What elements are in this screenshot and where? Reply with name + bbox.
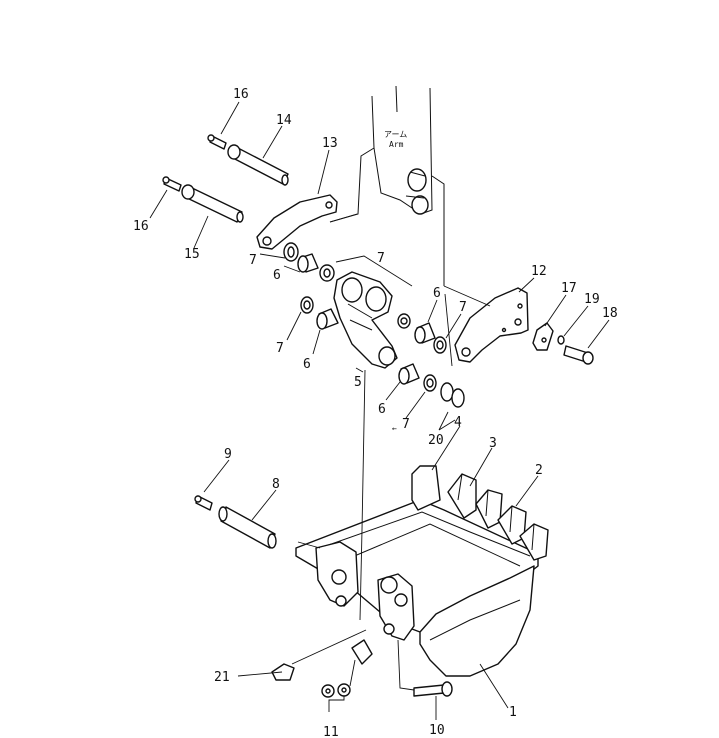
- plate-17: [532, 322, 554, 351]
- callout-10: 10: [429, 723, 445, 738]
- arm-label-jp: アーム: [384, 130, 407, 139]
- callout-1: 1: [509, 705, 517, 720]
- clip-21: [271, 663, 295, 681]
- callout-11: 11: [323, 725, 339, 738]
- callout-4: 4: [454, 415, 462, 430]
- bushing-6-left: [316, 308, 339, 330]
- grease-fitting-16-upper: [207, 134, 227, 150]
- callout-7-right: 7: [459, 300, 467, 315]
- seal-7-right-b: [433, 336, 447, 354]
- shim-20-a: [440, 382, 454, 402]
- pin-8: [218, 506, 277, 549]
- callout-12: 12: [531, 264, 547, 279]
- lug-4: [411, 465, 441, 511]
- grease-fitting-9: [194, 495, 213, 511]
- seal-7-upper-left: [283, 242, 299, 262]
- bushing-6-right-a: [414, 322, 436, 344]
- callout-5: 5: [354, 375, 362, 390]
- callout-3: 3: [489, 436, 497, 451]
- callout-9: 9: [224, 447, 232, 462]
- callout-17: 17: [561, 281, 577, 296]
- callout-leaders: [149, 101, 610, 720]
- link-13: [256, 194, 338, 250]
- nut-11-b: [337, 683, 351, 697]
- callout-7-upper-left: 7: [249, 253, 257, 268]
- bushing-6-lower: [398, 363, 420, 385]
- callout-6-left: 6: [303, 357, 311, 372]
- callout-labels: 16 14 13 16 15 7 6 7 7 6 6 7 12 17 19 18…: [133, 87, 618, 738]
- callout-13: 13: [322, 136, 338, 151]
- callout-6-right: 6: [433, 286, 441, 301]
- assembly-lines: [291, 213, 491, 691]
- pin-15: [181, 184, 244, 223]
- washer-19: [557, 335, 565, 345]
- seal-7-upper-mid: [319, 264, 335, 282]
- bolt-10: [413, 681, 453, 697]
- callout-15: 15: [184, 247, 200, 262]
- shim-20-b: [451, 388, 465, 408]
- callout-20: 20: [428, 433, 444, 448]
- callout-19: 19: [584, 292, 600, 307]
- pin-14: [227, 144, 289, 186]
- callout-8: 8: [272, 477, 280, 492]
- callout-16-upper: 16: [233, 87, 249, 102]
- arm-label-en: Arm: [389, 140, 404, 149]
- seal-7-left: [300, 296, 314, 314]
- callout-6-lower: 6: [378, 402, 386, 417]
- callout-7-top: 7: [377, 251, 385, 266]
- bolt-18: [563, 345, 594, 365]
- teeth-2-3: [447, 473, 549, 561]
- callout-16-lower: 16: [133, 219, 149, 234]
- callout-14: 14: [276, 113, 292, 128]
- bucket-1: [295, 499, 539, 677]
- callout-21: 21: [214, 670, 230, 685]
- arm: アーム Arm: [329, 85, 445, 286]
- link-5: [333, 271, 398, 369]
- bushing-6-upper-left: [297, 253, 319, 273]
- arrow-mark: ←: [392, 424, 397, 433]
- callout-6-upper-left: 6: [273, 268, 281, 283]
- seal-7-lower: [423, 374, 437, 392]
- callout-18: 18: [602, 306, 618, 321]
- grease-fitting-16-lower: [162, 176, 182, 192]
- callout-2: 2: [535, 463, 543, 478]
- callout-7-left: 7: [276, 341, 284, 356]
- link-12: [454, 287, 529, 363]
- callout-7-lower: 7: [402, 417, 410, 432]
- nut-11-a: [321, 684, 335, 698]
- seal-7-right-a: [397, 313, 411, 329]
